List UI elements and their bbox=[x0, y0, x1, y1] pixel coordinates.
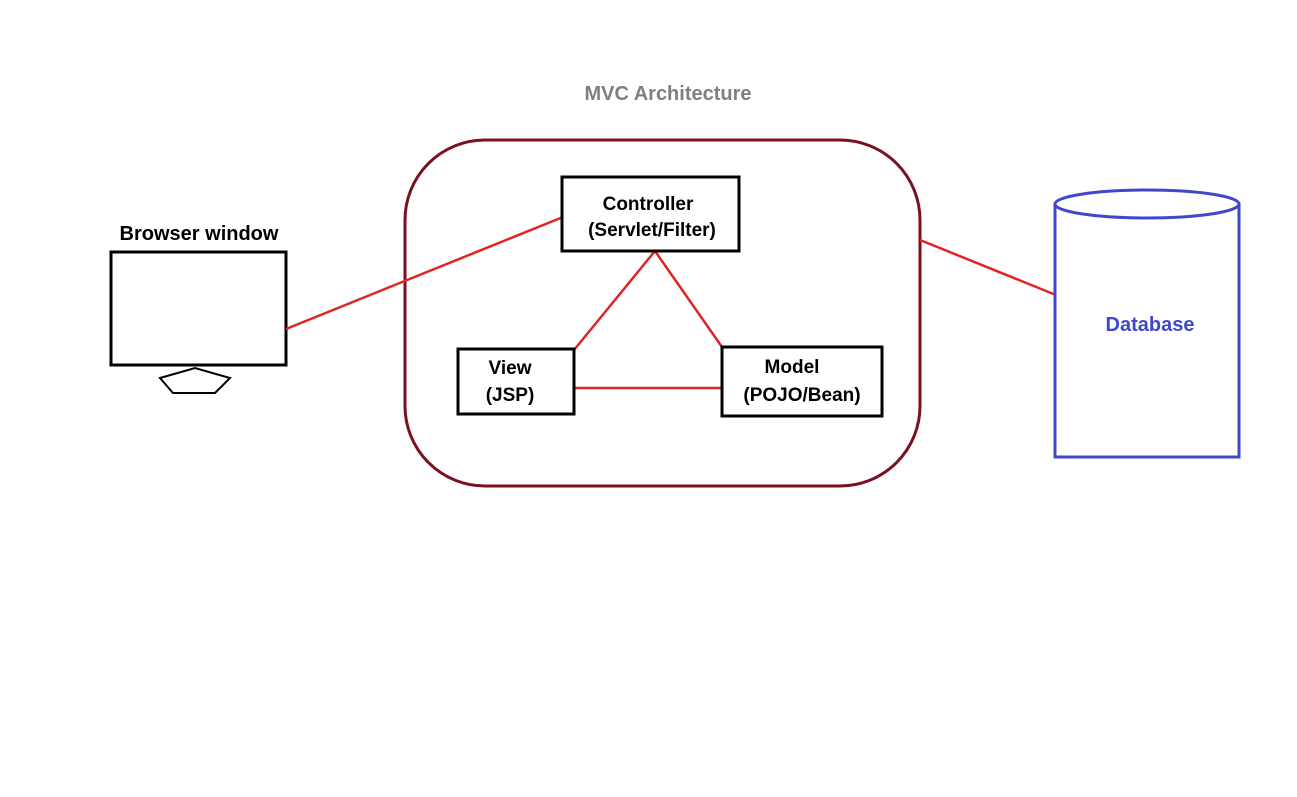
connector-controller-view bbox=[573, 250, 656, 351]
connector-container-database bbox=[919, 238, 1057, 297]
monitor-stand bbox=[158, 366, 232, 394]
connector-controller-model bbox=[653, 250, 724, 348]
connector-browser-controller bbox=[285, 215, 564, 331]
controller-title: Controller bbox=[603, 194, 694, 215]
model-box: Model (POJO/Bean) bbox=[720, 345, 884, 418]
database-body bbox=[1053, 203, 1241, 459]
database-cylinder-icon: Database bbox=[1053, 188, 1241, 459]
browser-monitor-icon bbox=[109, 250, 288, 394]
model-subtitle: (POJO/Bean) bbox=[743, 385, 860, 406]
view-box: View (JSP) bbox=[456, 347, 576, 416]
view-subtitle: (JSP) bbox=[486, 385, 535, 406]
database-label: Database bbox=[1106, 314, 1195, 336]
mvc-container bbox=[403, 138, 922, 488]
view-title: View bbox=[489, 358, 532, 379]
model-title: Model bbox=[765, 357, 820, 378]
browser-window-label: Browser window bbox=[120, 223, 279, 245]
controller-box: Controller (Servlet/Filter) bbox=[560, 175, 741, 253]
database-top bbox=[1053, 188, 1241, 220]
diagram-title: MVC Architecture bbox=[584, 83, 751, 105]
monitor-screen bbox=[109, 250, 288, 367]
controller-subtitle: (Servlet/Filter) bbox=[588, 220, 716, 241]
